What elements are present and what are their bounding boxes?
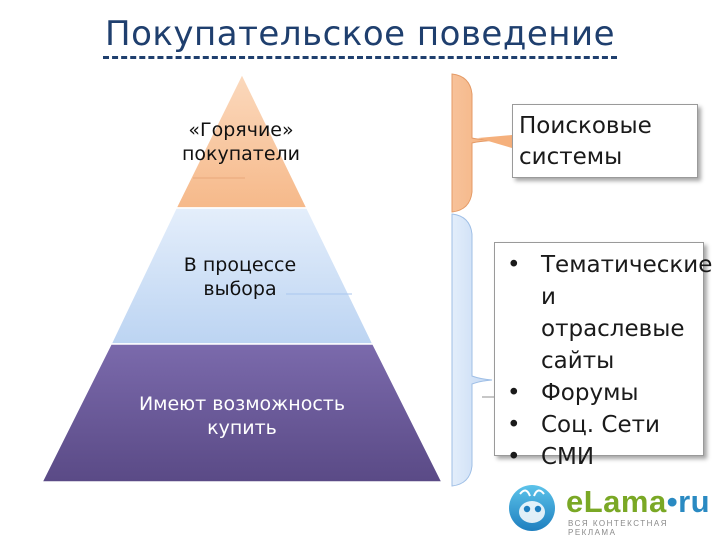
bullet-icon: • [507, 252, 521, 278]
title-underline [103, 56, 617, 59]
brace-top [451, 73, 501, 213]
list-item: • Соц. Сети [503, 409, 699, 441]
pyramid-label-can-buy: Имеют возможность купить [138, 393, 346, 439]
logo-tagline: ВСЯ КОНТЕКСТНАЯ РЕКЛАМА [568, 519, 668, 537]
logo-wordmark: eLama•ru [566, 484, 711, 519]
channels-list: • Тематические и отраслевые сайты • Фору… [503, 249, 712, 473]
search-engines-box: Поисковые системы [512, 104, 698, 178]
list-item: • Тематические и отраслевые сайты [503, 249, 712, 377]
brace-bottom [451, 213, 493, 487]
list-item: • Форумы [503, 377, 699, 409]
bullet-icon: • [507, 380, 521, 406]
brace-pointer-top [478, 135, 512, 148]
pyramid-level-bottom [40, 343, 444, 483]
pyramid-label-choosing: В процессе выбора [183, 254, 297, 300]
bullet-icon: • [507, 444, 521, 470]
channels-list-box: • Тематические и отраслевые сайты • Фору… [494, 242, 712, 470]
bullet-icon: • [507, 412, 521, 438]
page-title: Покупательское поведение [105, 14, 615, 54]
pyramid-label-hot-buyers: «Горячие» покупатели [181, 119, 301, 165]
list-item: • СМИ [503, 441, 699, 473]
owl-icon [509, 485, 555, 531]
